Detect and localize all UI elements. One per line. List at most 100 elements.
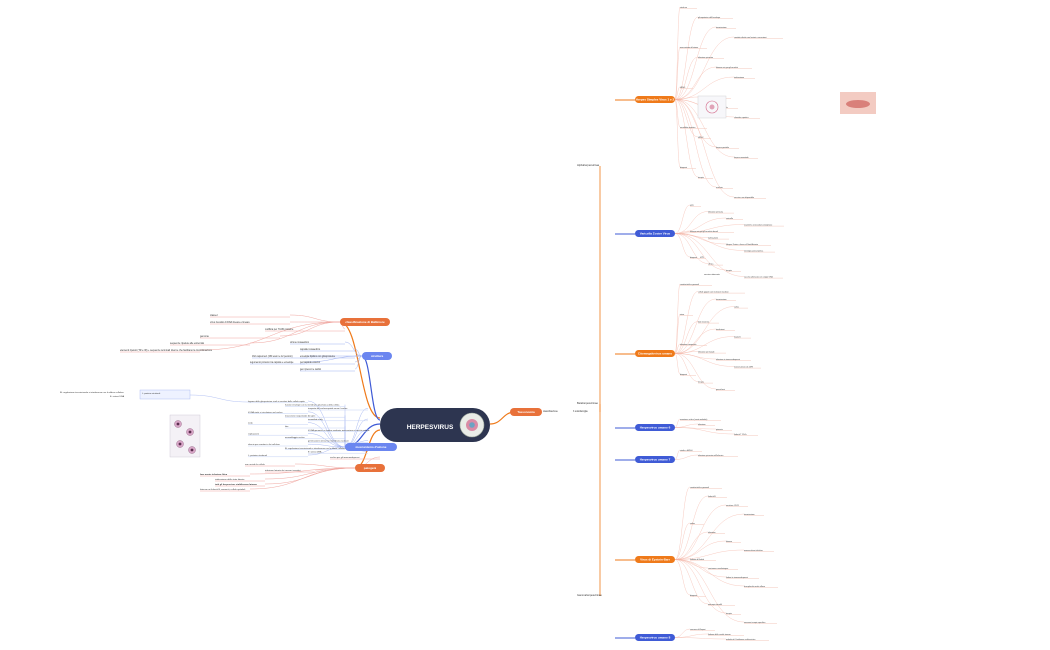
hhv6-label: Herpesvirus umano 6	[640, 426, 671, 430]
highlight-text: VZV	[700, 257, 705, 259]
hsv-item: riattivazione	[734, 76, 744, 79]
connector-line	[307, 433, 346, 448]
structure-item: tegumento proteico tra capside e envelop…	[250, 361, 294, 364]
cmv-pill[interactable]	[635, 350, 675, 357]
classification-item: codifica per 70-80 proteine	[265, 328, 294, 331]
ebv-item: latenza	[726, 540, 733, 543]
classification-item: genoma	[200, 335, 209, 338]
mechanism-item: gemmazione attraverso membrana nucleare	[308, 440, 350, 443]
hhv8-item: malattia di Castleman multicentrica	[726, 638, 756, 641]
connector-line	[674, 46, 681, 100]
taxonomy-pill[interactable]	[510, 408, 542, 416]
hhv6-pill[interactable]	[635, 424, 675, 431]
hsv-item: encefalite erpetica	[680, 126, 696, 129]
vzv-item: clinica	[708, 264, 714, 266]
connector-line	[674, 217, 727, 234]
structure-pill[interactable]	[362, 352, 392, 360]
hsv-item: herpes genitale	[716, 146, 729, 149]
ebv-item: nessuna terapia specifica	[744, 621, 766, 624]
connector-line	[674, 504, 727, 560]
pathogens-pill[interactable]	[355, 464, 385, 472]
cmv-item: infezione perinatale	[698, 351, 714, 354]
hsv-item: diagnosi	[680, 167, 688, 169]
cell-nucleus-icon	[178, 442, 182, 446]
connector-line	[674, 56, 699, 100]
mechanism-note: IE: regolazione trascrizionale e interfe…	[60, 391, 124, 394]
mechanism-label: meccanismo d'azione	[356, 445, 387, 449]
structure-item: capside icosaedrico	[300, 348, 321, 351]
subfamily-gamma: Gammaherpesvirinae	[577, 593, 602, 597]
structure-item: virione icosaedrico	[290, 341, 310, 344]
pathogens-label: patogeni	[364, 466, 377, 470]
connector-line	[307, 411, 346, 448]
mechanism-item: IE: regolazione trascrizionale e interfe…	[285, 447, 346, 450]
hhv7-pill[interactable]	[635, 456, 675, 463]
connector-line	[289, 314, 341, 323]
virus-icon	[705, 100, 719, 114]
hhv8-pill[interactable]	[635, 634, 675, 641]
hsv-pill[interactable]	[635, 96, 675, 103]
ebv-item: trasmissione	[744, 513, 755, 516]
mechanism-pill[interactable]	[345, 443, 397, 451]
hhv8-item: sarcoma di Kaposi	[690, 628, 706, 631]
connector-line	[674, 418, 681, 428]
hhv6-item: infezione	[698, 424, 706, 426]
connector-line	[674, 423, 699, 428]
subfamily-alpha: Alphaherpesvirinae	[577, 163, 600, 167]
hsv-label: Herpes Simplex Virus 1 e 2	[636, 98, 675, 102]
connector-line	[674, 99, 735, 158]
mechanism-item: immediate early	[308, 418, 324, 421]
ebv-pill[interactable]	[635, 556, 675, 563]
connector-line	[307, 446, 346, 456]
connector-line	[674, 353, 681, 375]
connector-line	[674, 86, 681, 100]
connector-line	[674, 6, 681, 100]
ebv-item: linfomi in immunodepressi	[726, 576, 748, 579]
connector-line	[674, 99, 699, 138]
cmv-item: infezione in immunodepressi	[716, 358, 741, 361]
hsv-item: herpes neonatale	[734, 156, 749, 159]
connector-line	[674, 233, 727, 245]
connector-line	[674, 540, 727, 560]
capsid-icon	[709, 104, 715, 110]
mechanism-item: E: sintesi DNA	[308, 450, 322, 453]
vzv-pill[interactable]	[635, 230, 675, 237]
connector-line	[199, 321, 341, 351]
mechanism-item: assemblaggio nucleo	[285, 437, 305, 439]
connector-line	[189, 394, 249, 403]
connector-line	[674, 321, 699, 354]
taxonomy-item: 3 sottofamiglie	[573, 410, 589, 413]
cmv-label: Citomegalovirus umano	[638, 352, 672, 356]
cmv-item: trapianti	[734, 336, 741, 339]
connector-line	[674, 559, 745, 587]
cmv-item: latte materno	[698, 321, 709, 324]
pathogens-item: tutti gli herpesvirus stabiliscono laten…	[215, 483, 257, 486]
cmv-item: caratteristiche generali	[680, 283, 700, 286]
hsv-item: infezione primaria	[698, 56, 714, 59]
hhv7-item: infezione primaria nell'infanzia	[698, 454, 724, 457]
hhv8-item: linfoma delle cavità sierose	[708, 633, 731, 636]
classification-item: elementi ripetuti (TR e IR) + sequenze t…	[120, 349, 213, 352]
hhv6-item: esantema critico (sesta malattia)	[680, 418, 708, 421]
central-topic[interactable]	[380, 408, 490, 442]
mechanism-item: rilascio per esocitosi o lisi cellulare	[248, 443, 281, 446]
hhv6-item: linfociti T CD4+	[734, 433, 748, 436]
structure-item: envelope lipidico con glicoproteine	[300, 355, 336, 358]
structure-item: geni precoci e tardivi	[300, 368, 322, 371]
ebv-item: diagnosi	[690, 595, 698, 597]
vzv-item: diagnosi	[690, 257, 698, 259]
connector-line	[674, 66, 717, 100]
connector-line	[674, 495, 709, 560]
connector-line	[344, 341, 363, 357]
connector-line	[674, 233, 691, 258]
cmv-item: saliva	[734, 307, 740, 309]
connector-line	[674, 628, 691, 638]
classification-pill[interactable]	[340, 318, 390, 326]
mechanism-item: late	[285, 425, 289, 428]
ebv-item: saliva	[690, 523, 696, 525]
ebv-item: infezione	[708, 532, 716, 534]
mechanism-item: trasporto del nucleocapside verso il nuc…	[308, 407, 348, 410]
ebv-item: leucoplachia orale villosa	[744, 585, 766, 588]
cmv-item: diagnosi	[680, 374, 688, 376]
classification-label: classificazione di Baltimore	[345, 320, 385, 324]
